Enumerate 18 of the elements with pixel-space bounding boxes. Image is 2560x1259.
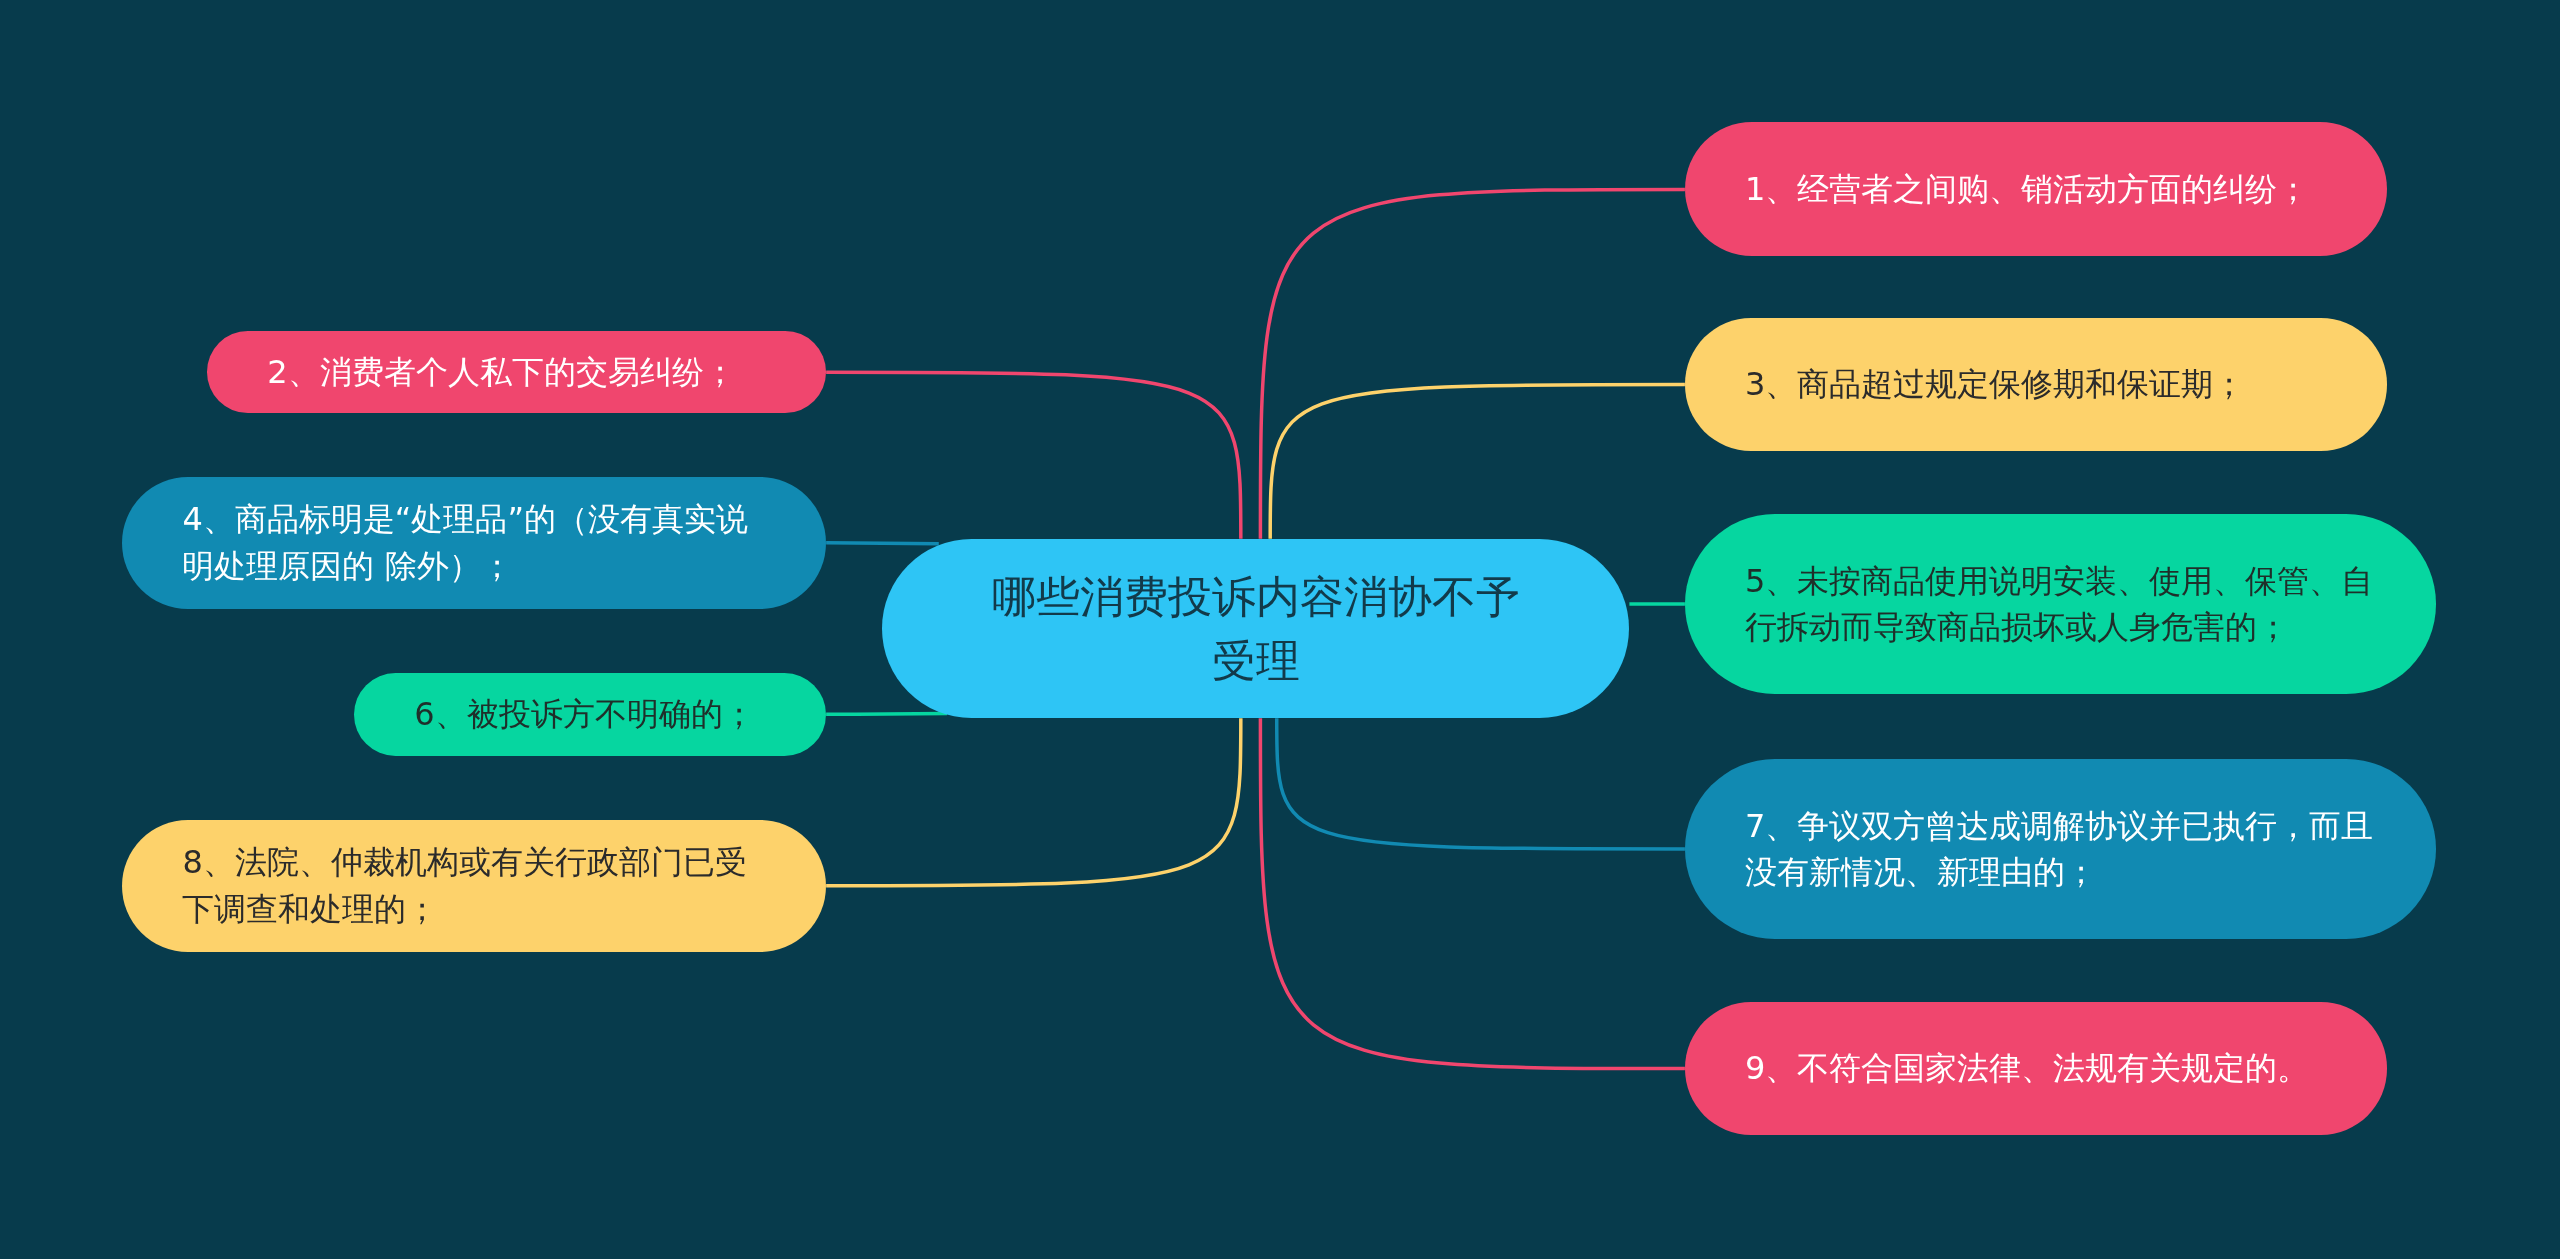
connector-line xyxy=(1268,382,1685,539)
connector-line xyxy=(826,711,947,717)
topic-box: 6、被投诉方不明确的； xyxy=(354,672,827,756)
connector-line xyxy=(826,370,1243,539)
topic-box: 9、不符合国家法律、法规有关规定的。 xyxy=(1684,1002,2387,1135)
topic-box: 7、争议双方曾达成调解协议并已执行，而且没有新情况、新理由的； xyxy=(1684,759,2436,939)
topic-box: 8、法院、仲裁机构或有关行政部门已受下调查和处理的； xyxy=(122,819,827,952)
central-topic-box: 哪些消费投诉内容消协不予受理 xyxy=(881,538,1630,719)
connector-line xyxy=(1258,187,1685,539)
topic-box: 2、消费者个人私下的交易纠纷； xyxy=(207,331,827,414)
topic-box: 5、未按商品使用说明安装、使用、保管、自行拆动而导致商品损坏或人身危害的； xyxy=(1684,514,2436,694)
connector-line xyxy=(826,541,939,546)
topic-box: 1、经营者之间购、销活动方面的纠纷； xyxy=(1684,122,2387,257)
topic-box: 4、商品标明是“处理品”的（没有真实说明处理原因的 除外）； xyxy=(122,476,827,609)
connector-line xyxy=(1258,718,1685,1071)
connector-line xyxy=(826,718,1243,888)
topic-box: 3、商品超过规定保修期和保证期； xyxy=(1684,318,2387,451)
connector-line xyxy=(1275,718,1685,851)
